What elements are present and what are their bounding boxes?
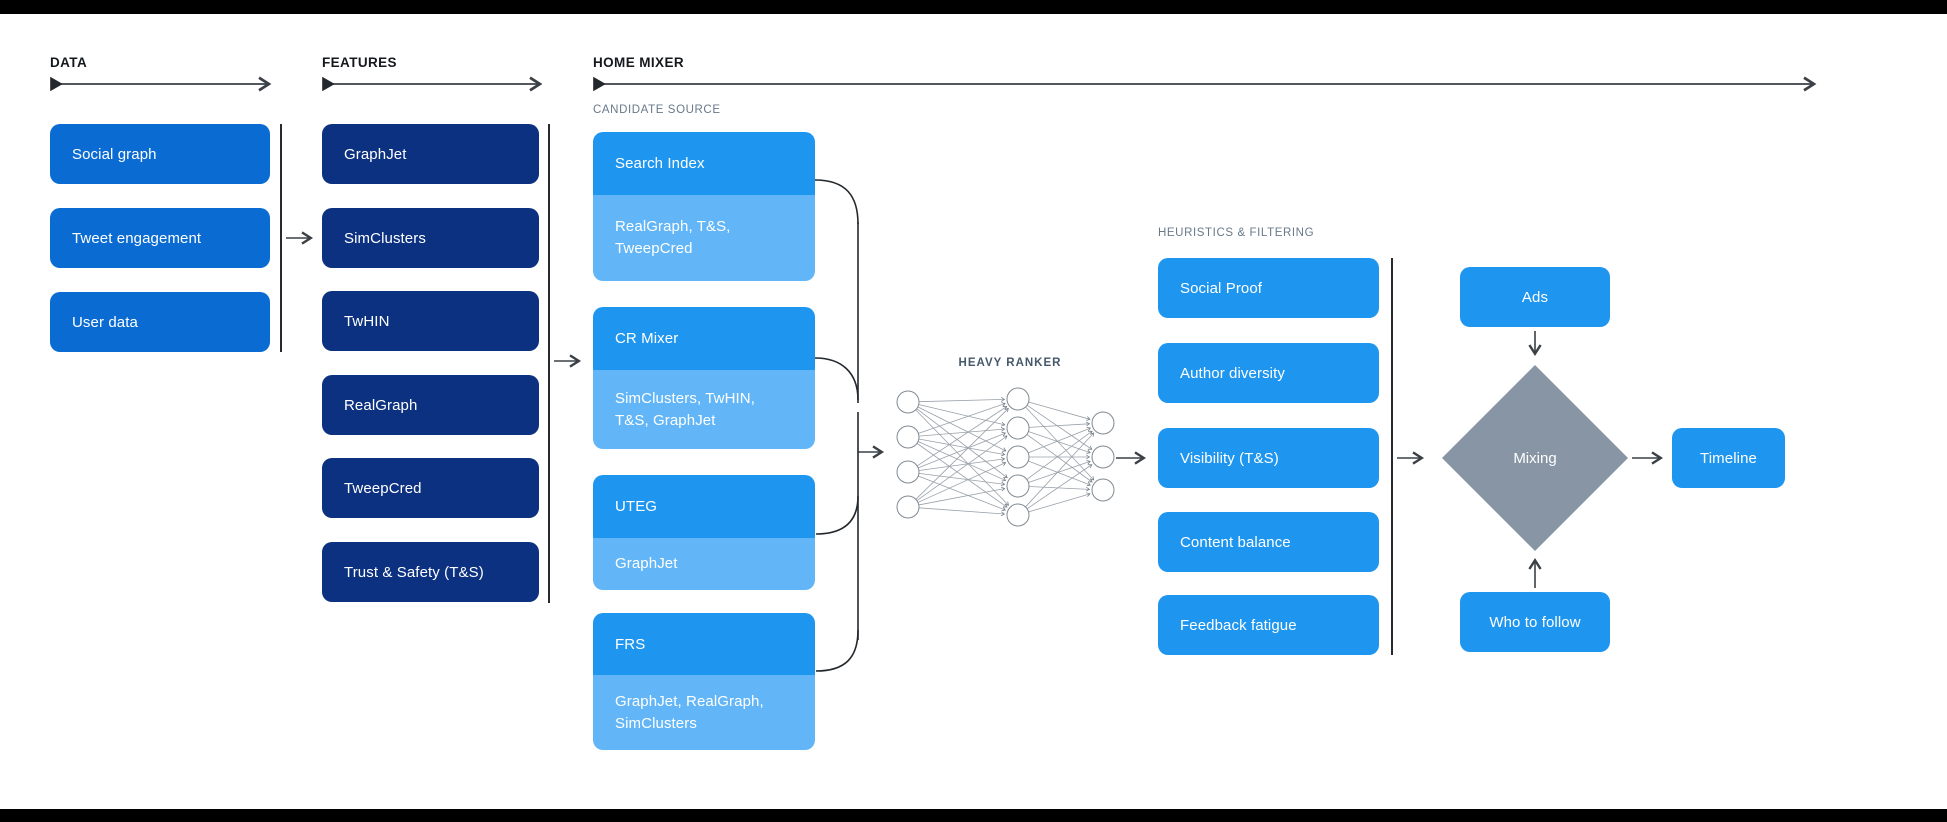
candidate-title: CR Mixer (593, 307, 815, 370)
top-black-bar (0, 0, 1947, 14)
timeline-box: Timeline (1672, 428, 1785, 488)
candidate-source-label: CANDIDATE SOURCE (593, 104, 721, 116)
mixing-diamond (1442, 365, 1628, 551)
features-box-realgraph: RealGraph (322, 375, 539, 435)
bottom-black-bar (0, 809, 1947, 822)
candidate-subsources: GraphJet, RealGraph, SimClusters (593, 675, 815, 750)
neural-network-illustration (896, 387, 1115, 527)
candidate-title: UTEG (593, 475, 815, 538)
heuristics-label: HEURISTICS & FILTERING (1158, 227, 1315, 239)
who-to-follow-box: Who to follow (1460, 592, 1610, 652)
candidate-collector-lines (814, 179, 859, 672)
features-box-twhin: TwHIN (322, 291, 539, 351)
data-box-tweet-engagement: Tweet engagement (50, 208, 270, 268)
ads-box: Ads (1460, 267, 1610, 327)
candidate-subsources: GraphJet (593, 538, 815, 590)
candidate-box-frs: FRS GraphJet, RealGraph, SimClusters (593, 613, 815, 750)
data-box-social-graph: Social graph (50, 124, 270, 184)
column-header-features: FEATURES (322, 55, 397, 70)
heuristics-box-feedback-fatigue: Feedback fatigue (1158, 595, 1379, 655)
candidate-box-cr-mixer: CR Mixer SimClusters, TwHIN, T&S, GraphJ… (593, 307, 815, 449)
data-box-user-data: User data (50, 292, 270, 352)
column-header-home-mixer: HOME MIXER (593, 55, 685, 70)
column-header-data: DATA (50, 55, 88, 70)
candidate-box-uteg: UTEG GraphJet (593, 475, 815, 590)
heuristics-box-author-diversity: Author diversity (1158, 343, 1379, 403)
features-box-simclusters: SimClusters (322, 208, 539, 268)
candidate-subsources: RealGraph, T&S, TweepCred (593, 195, 815, 281)
features-box-tweepcred: TweepCred (322, 458, 539, 518)
heuristics-box-social-proof: Social Proof (1158, 258, 1379, 318)
candidate-subsources: SimClusters, TwHIN, T&S, GraphJet (593, 370, 815, 449)
heuristics-box-visibility: Visibility (T&S) (1158, 428, 1379, 488)
heuristics-box-content-balance: Content balance (1158, 512, 1379, 572)
candidate-box-search-index: Search Index RealGraph, T&S, TweepCred (593, 132, 815, 281)
mixing-diamond-label: Mixing (1513, 449, 1557, 467)
heavy-ranker-label: HEAVY RANKER (958, 357, 1062, 369)
candidate-title: Search Index (593, 132, 815, 195)
candidate-title: FRS (593, 613, 815, 675)
features-box-trust-safety: Trust & Safety (T&S) (322, 542, 539, 602)
features-box-graphjet: GraphJet (322, 124, 539, 184)
